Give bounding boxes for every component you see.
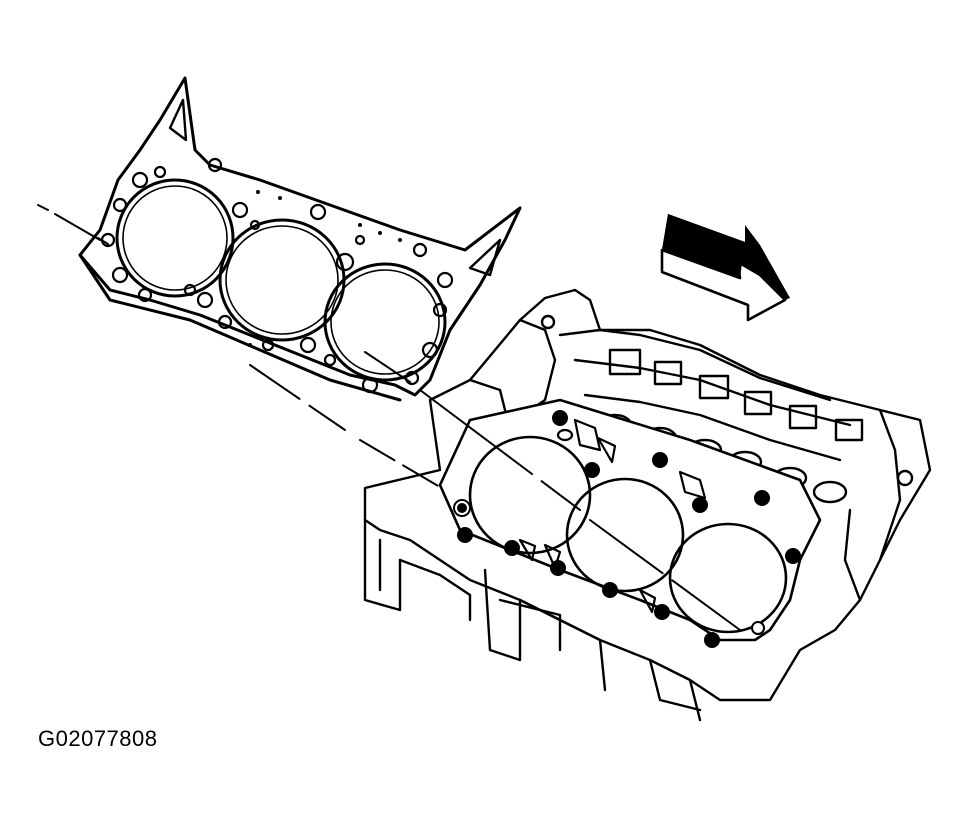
deck-bolt-holes <box>453 410 801 648</box>
block-cylinder-3 <box>668 522 788 634</box>
alignment-leader-lines <box>37 204 741 631</box>
cylinder-head-gasket <box>78 76 522 402</box>
deck-coolant-ports <box>518 418 707 614</box>
engine-deck-surface <box>438 398 822 642</box>
gasket-bore-1 <box>115 178 235 298</box>
front-direction-arrow-icon <box>660 214 790 322</box>
block-cylinder-1 <box>468 435 592 555</box>
gasket-bore-3 <box>323 262 447 382</box>
figure-id-label: G02077808 <box>38 726 158 751</box>
block-cylinder-2 <box>565 477 685 593</box>
